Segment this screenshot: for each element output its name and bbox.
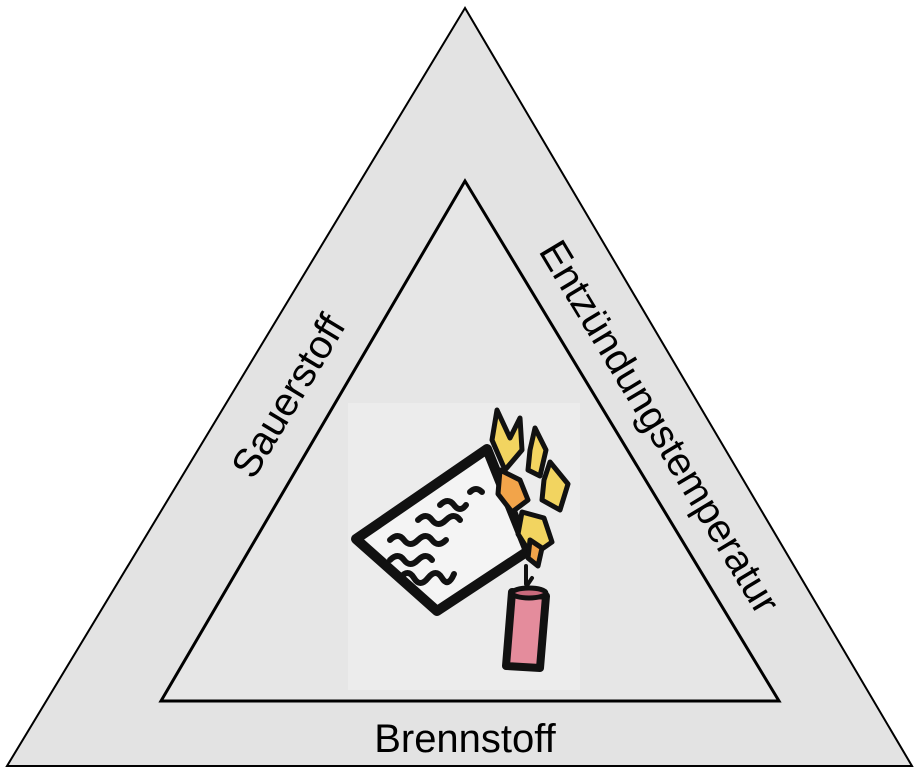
flame-top [489, 407, 525, 473]
flame-middle [495, 467, 531, 515]
match-body [502, 588, 550, 672]
flame-upper-right [525, 425, 549, 479]
match-stick [502, 564, 550, 672]
flame-shapes [489, 407, 571, 569]
flame-core [525, 537, 545, 569]
label-fuel: Brennstoff [374, 717, 556, 761]
flame-right [539, 459, 571, 513]
burning-paper-with-match-icon [348, 403, 580, 690]
paper-text-lines [387, 486, 485, 586]
